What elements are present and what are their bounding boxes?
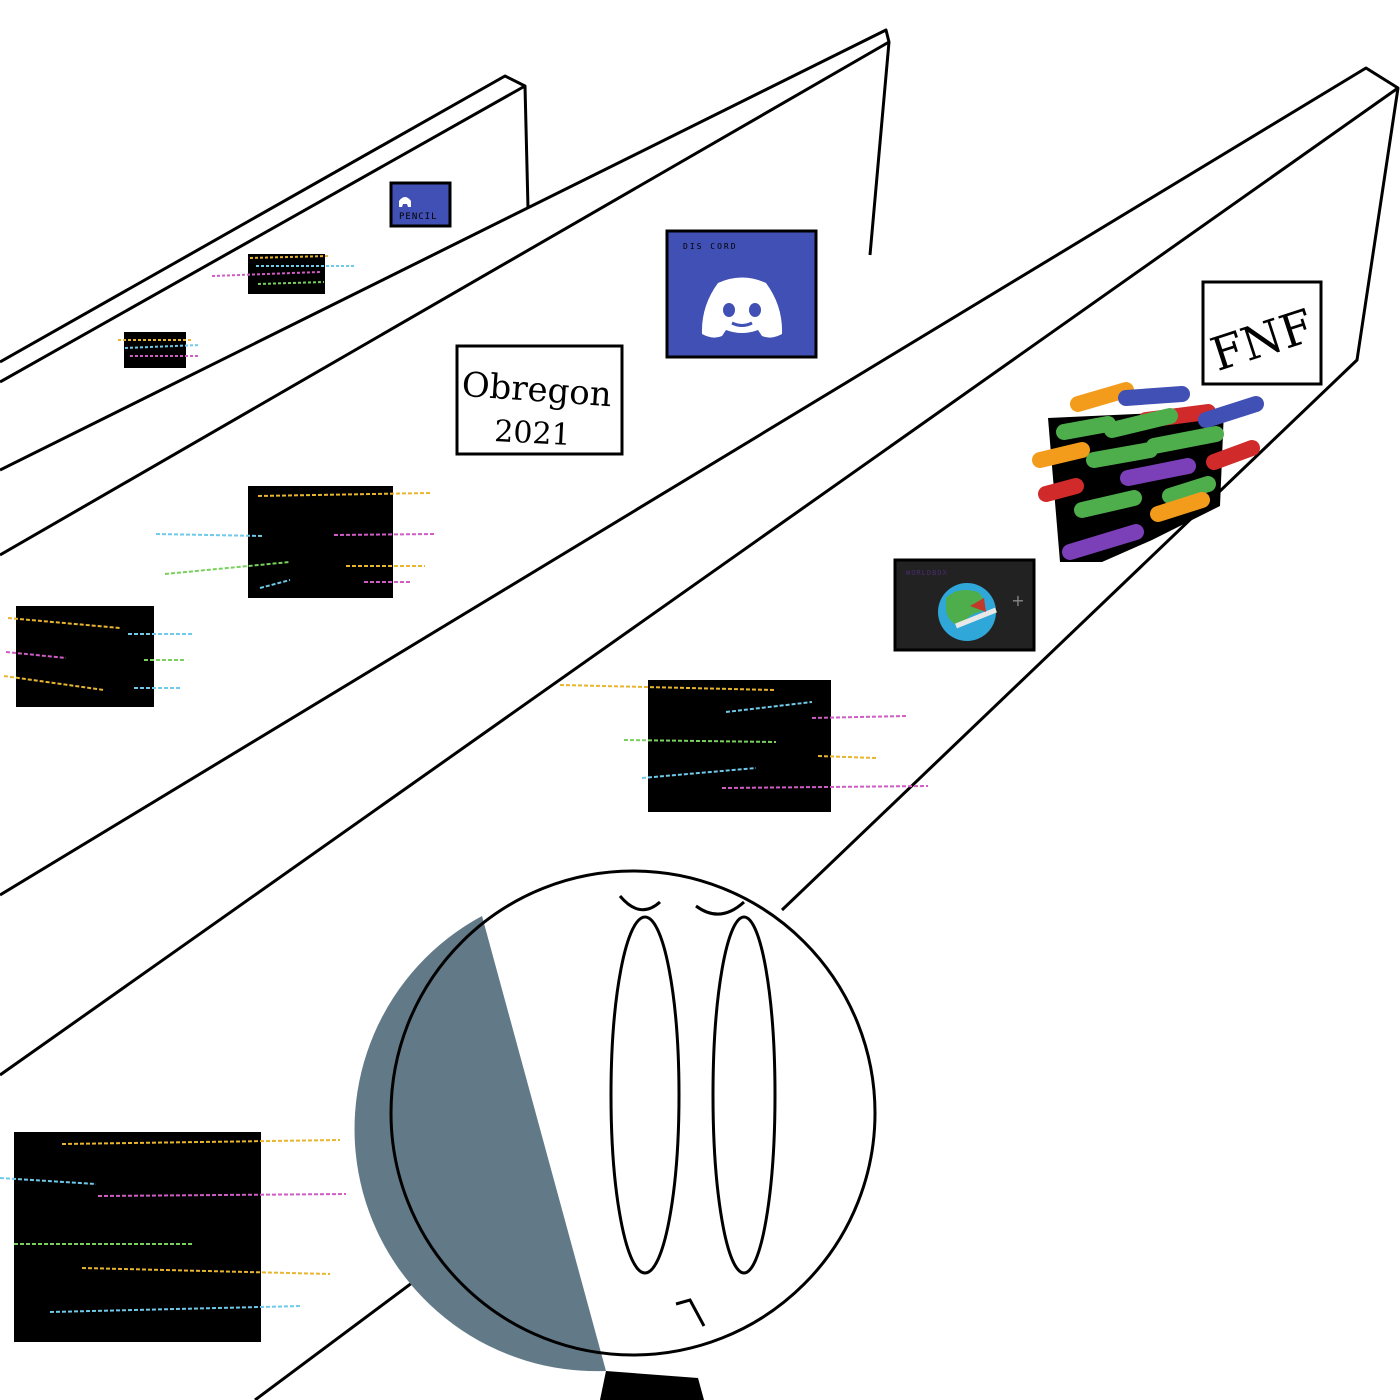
glitch-card bbox=[0, 1132, 347, 1342]
discord-large-card: DIS CORD bbox=[665, 229, 818, 359]
glitch-card bbox=[3, 606, 192, 707]
discord-small-card: PENCIL bbox=[389, 181, 452, 228]
left-eyebrow bbox=[618, 895, 662, 912]
left-eye bbox=[609, 915, 681, 1275]
fnf-card: FNF bbox=[1201, 280, 1323, 386]
discord-logo-icon bbox=[701, 277, 783, 338]
discord-logo-icon bbox=[399, 197, 411, 207]
discord-small-label: PENCIL bbox=[399, 212, 438, 222]
face-shadow bbox=[354, 916, 606, 1372]
shelf-front bbox=[0, 66, 1400, 1400]
worldbox-label: WORLDBOX bbox=[906, 569, 948, 577]
obregon-card: Obregon 2021 bbox=[455, 344, 624, 456]
body-stub bbox=[600, 1371, 704, 1400]
character-face bbox=[354, 869, 877, 1400]
shelf-back bbox=[0, 28, 891, 557]
mouth bbox=[675, 1298, 706, 1327]
worldbox-plus: + bbox=[1011, 591, 1024, 610]
worldbox-card: WORLDBOX + bbox=[893, 558, 1036, 652]
globe-icon bbox=[938, 583, 997, 641]
right-eyebrow bbox=[695, 900, 746, 916]
glitch-card bbox=[118, 332, 201, 368]
discord-large-label: DIS CORD bbox=[683, 242, 738, 251]
right-eye bbox=[711, 915, 777, 1275]
glitch-card bbox=[559, 680, 929, 812]
colorful-scribble-block bbox=[1032, 382, 1264, 562]
obregon-year: 2021 bbox=[493, 414, 571, 453]
glitch-card bbox=[211, 254, 356, 294]
glitch-card bbox=[155, 486, 437, 598]
